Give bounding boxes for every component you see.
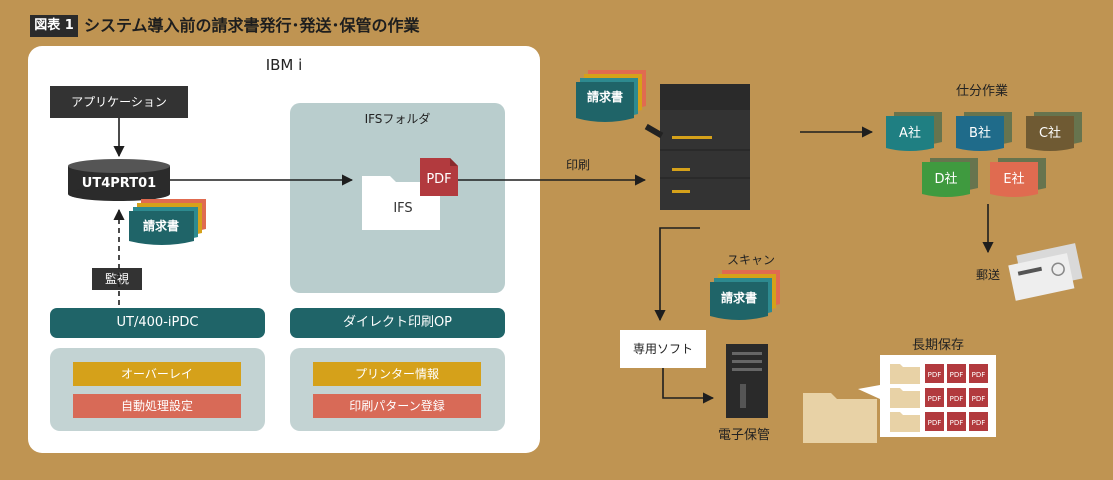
pdf-tile (925, 364, 944, 383)
invoice-label-2: 請求書 (587, 89, 623, 104)
pdf-file-icon (420, 158, 458, 196)
pdf-tile (925, 412, 944, 431)
auto-process-option: 自動処理設定 (73, 394, 241, 418)
e-storage-label: 電子保管 (718, 428, 771, 443)
pdf-tile-label: PDF (972, 419, 986, 427)
company-label-3: C社 (1039, 125, 1061, 141)
server-tower-icon (726, 344, 768, 418)
pdf-tile (969, 364, 988, 383)
overlay-option: オーバーレイ (73, 362, 241, 386)
pdf-tile-label: PDF (972, 371, 986, 379)
pdf-tile (947, 364, 966, 383)
pdf-tile (925, 388, 944, 407)
pdf-tile-label: PDF (972, 395, 986, 403)
pdf-tile-label: PDF (950, 371, 964, 379)
pdf-tile-label: PDF (928, 371, 942, 379)
ifs-folder-label: IFS (393, 201, 412, 216)
invoice-stack-icon-3 (710, 270, 780, 320)
outq-name: UT4PRT01 (82, 176, 156, 191)
software-to-storage-arrow (662, 368, 715, 404)
invoice-stack-icon-1 (129, 199, 206, 245)
pdf-tile (969, 412, 988, 431)
envelope-icon (1008, 243, 1083, 301)
printer-info-option: プリンター情報 (313, 362, 481, 386)
pdf-label: PDF (426, 172, 451, 187)
pdf-tile-label: PDF (950, 395, 964, 403)
pdf-tile (947, 388, 966, 407)
company-label-1: A社 (899, 125, 921, 141)
dedicated-software-box: 専用ソフト (620, 330, 706, 368)
pdf-tile-label: PDF (928, 395, 942, 403)
direct-print-op-bar: ダイレクト印刷OP (290, 308, 505, 338)
invoice-label-1: 請求書 (143, 218, 179, 233)
archive-folders-icon (890, 364, 920, 432)
outq-cylinder-icon (68, 159, 170, 201)
long-term-label: 長期保存 (912, 338, 965, 353)
pdf-tile (969, 388, 988, 407)
ibm-i-label: IBM i (265, 56, 303, 74)
company-folder-1: A社 (886, 112, 942, 151)
storage-folder-icon (803, 393, 877, 443)
company-label-5: E社 (1003, 171, 1024, 187)
sort-work-label: 仕分作業 (956, 84, 1009, 99)
pdf-tile-label: PDF (928, 419, 942, 427)
invoice-stack-icon-2 (576, 70, 646, 122)
company-folder-3: C社 (1026, 112, 1082, 151)
printer-to-software-arrow (654, 227, 700, 322)
pdf-tiles: PDF PDF PDF PDF PDF PDF PDF PDF PDF (925, 364, 988, 431)
figure-badge: 図表 1 (30, 15, 78, 37)
company-folder-5: E社 (990, 158, 1046, 197)
scan-label: スキャン (727, 253, 776, 267)
ut400-ipdc-bar: UT/400-iPDC (50, 308, 265, 338)
print-pattern-option: 印刷パターン登録 (313, 394, 481, 418)
invoice-label-3: 請求書 (721, 290, 757, 305)
mail-label: 郵送 (976, 268, 1001, 282)
application-box: アプリケーション (50, 86, 188, 118)
pdf-tile-label: PDF (950, 419, 964, 427)
company-folder-4: D社 (922, 158, 978, 197)
print-label: 印刷 (566, 158, 591, 172)
monitor-box: 監視 (92, 268, 142, 290)
ifs-folder-title: IFSフォルダ (364, 112, 431, 126)
company-folders: A社 B社 C社 D社 E社 (886, 112, 1082, 197)
figure-title: システム導入前の請求書発行･発送･保管の作業 (84, 16, 420, 35)
pdf-tile (947, 412, 966, 431)
company-folder-2: B社 (956, 112, 1012, 151)
printer-icon (644, 84, 750, 210)
company-label-4: D社 (934, 171, 957, 187)
company-label-2: B社 (969, 125, 991, 141)
